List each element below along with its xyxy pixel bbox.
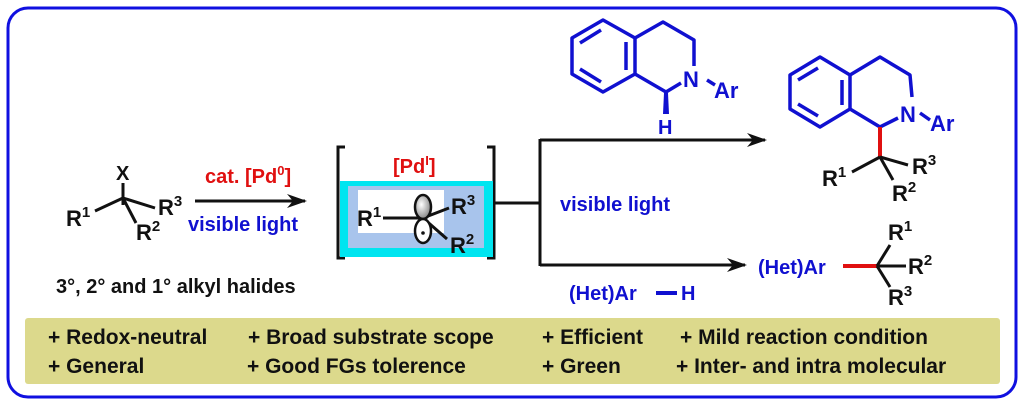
advantages-row-1: + Redox-neutral + Broad substrate scope … [48,326,928,349]
substrate-r1: R1 [66,204,90,231]
leaving-group-label: X [116,163,130,185]
step1-condition: visible light [188,214,298,236]
substrate-alkyl-halide: X R1 R3 R2 [66,163,182,245]
product-alkyl [851,155,909,181]
hetar-h-label: H [681,283,695,305]
substrate-r3: R3 [158,193,182,220]
advantage-item: + Broad substrate scope [248,326,494,349]
intermediate-r1: R1 [357,204,381,231]
catalyst-label: cat. [Pd0] [205,163,291,188]
substrate-r2: R2 [136,218,160,245]
pd-intermediate: [PdI] R1 R3 R2 [336,145,496,260]
outer-frame [6,6,1018,399]
product-n-label: N [900,102,916,127]
substrate-caption: 3°, 2° and 1° alkyl halides [56,276,296,298]
hetar-product-label: (Het)Ar [758,257,826,279]
lower-product-r2: R2 [908,252,932,279]
advantages-box [25,318,1000,384]
advantage-item: + Good FGs tolerence [247,355,466,378]
wedge-bond [663,93,669,114]
advantage-item: + Redox-neutral [48,326,207,349]
advantage-item: + Inter- and intra molecular [676,355,946,378]
thiq-ar-label: Ar [714,78,739,103]
advantage-item: + Efficient [542,326,643,349]
advantages-row-2: + General + Good FGs tolerence + Green +… [48,355,946,378]
p-orbital-icon [413,193,433,245]
branch-arrows [494,133,767,272]
thiq-reagent [570,18,716,94]
upper-product-r3: R3 [912,152,936,179]
thiq-h-label: H [658,117,672,139]
intermediate-r3: R3 [451,192,475,219]
advantage-item: + Green [542,355,621,378]
upper-product-r1: R1 [822,164,846,191]
lower-product-r1: R1 [888,218,912,245]
branch-condition: visible light [560,194,670,216]
advantage-item: + Mild reaction condition [680,326,928,349]
lower-product-r3: R3 [888,283,912,310]
hetar-reagent-label: (Het)Ar [569,283,637,305]
advantage-item: + General [48,355,144,378]
intermediate-label: [PdI] [393,153,436,178]
lower-product-alkyl [875,244,906,288]
intermediate-r2: R2 [450,231,474,258]
thiq-n-label: N [683,67,699,92]
upper-product-r2: R2 [892,179,916,206]
product-ar-label: Ar [930,111,955,136]
